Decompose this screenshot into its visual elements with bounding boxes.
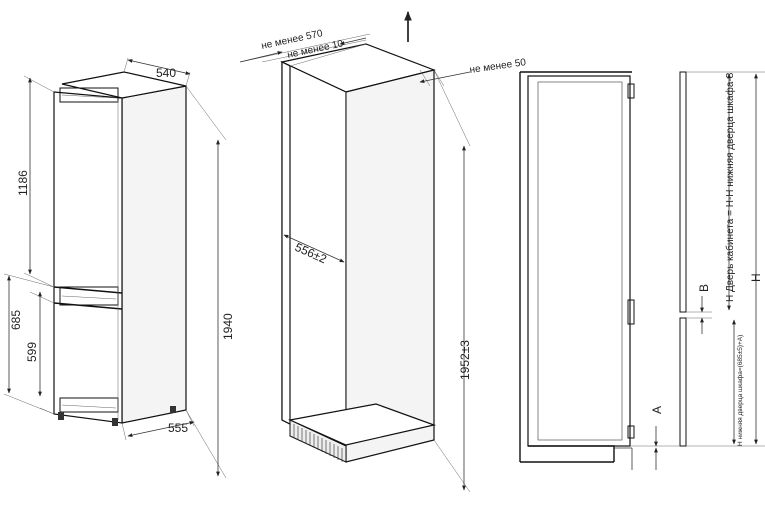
dim-555: 555 (168, 421, 188, 435)
formula-upper-door: H Дверь кабинета = H-Н нижняя дверца шка… (724, 72, 736, 302)
label-a: A (650, 406, 664, 414)
upper-furniture-door (679, 71, 687, 313)
cabinet-floor (287, 403, 437, 446)
dim-599: 599 (25, 342, 39, 362)
dim-1940: 1940 (221, 313, 235, 340)
formula-lower-door: Н нижняя дверца шкафа=(685±5)+A) (737, 335, 744, 446)
dim-685: 685 (9, 310, 23, 330)
fridge-front (53, 91, 123, 424)
dim-1186: 1186 (16, 170, 30, 196)
cabinet-niche-view: не менее 570 не менее 10 не менее 50 556… (239, 11, 527, 493)
cabinet-right-panel (345, 69, 435, 463)
label-b: B (697, 284, 711, 292)
fridge-body-section (527, 75, 631, 447)
dim-min-50: не менее 50 (469, 57, 527, 76)
refrigerator-view: 540 1940 1186 685 599 555 (3, 57, 235, 479)
dim-540: 540 (156, 66, 176, 80)
top-hinge-bracket (59, 87, 119, 103)
ventilation-grille (289, 419, 347, 463)
lower-furniture-door (679, 317, 687, 447)
fridge-side-panel (121, 85, 187, 424)
dim-1952: 1952±3 (458, 340, 472, 380)
label-h: H (749, 273, 763, 282)
section-view: A B H Дверь кабинета = H-Н нижняя дверца… (519, 71, 765, 470)
